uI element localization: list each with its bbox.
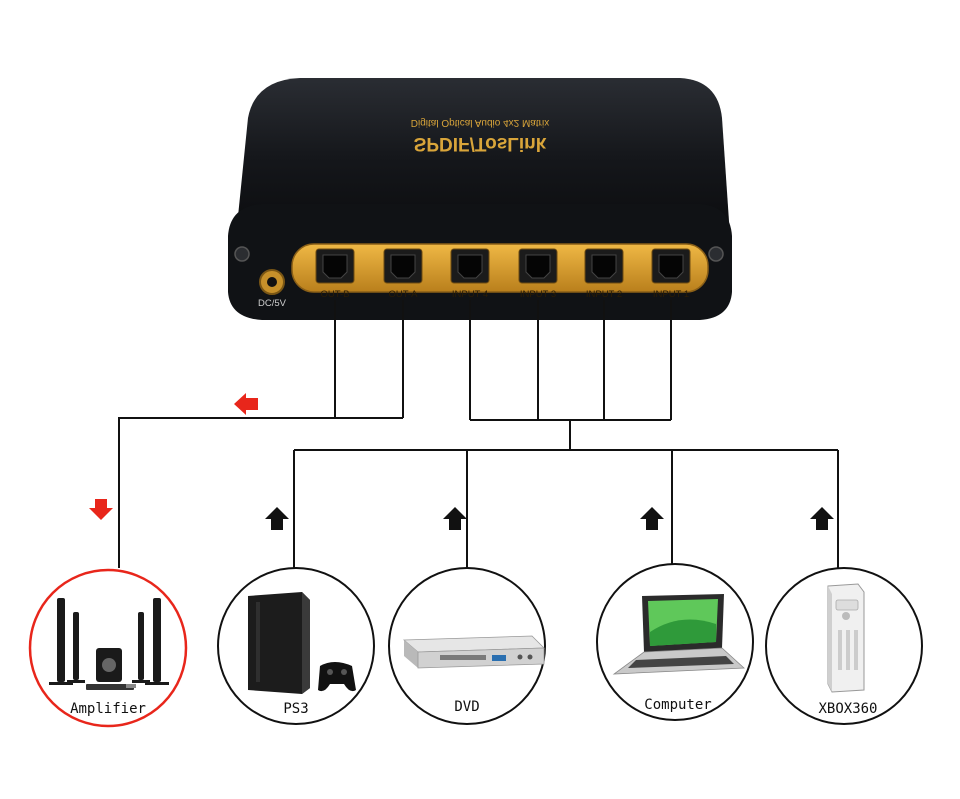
optical-port-out-b: OUT-B <box>315 248 355 300</box>
arrow-up-icon <box>640 507 664 530</box>
xbox-console-icon <box>827 583 865 693</box>
endpoint-label: XBOX360 <box>818 701 877 717</box>
optical-port-input-4: INPUT 4 <box>450 248 490 300</box>
arrow-up-icon <box>265 507 289 530</box>
optical-port-out-a: OUT-A <box>383 248 423 300</box>
endpoint-label: Computer <box>644 697 711 713</box>
arrow-down-icon <box>89 499 113 520</box>
matrix-device: SPDIF/TosLink Digital Optical Audio 4x2 … <box>228 78 732 320</box>
port-label: INPUT 3 <box>520 289 556 300</box>
arrow-up-icon <box>443 507 467 530</box>
endpoint-label: Amplifier <box>70 701 146 717</box>
wiring <box>118 300 839 568</box>
brand-subtitle: Digital Optical Audio 4x2 Matrix <box>411 117 549 128</box>
optical-port-input-1: INPUT 1 <box>651 248 691 300</box>
game-console-icon <box>248 592 356 694</box>
endpoint-label: PS3 <box>283 701 308 717</box>
laptop-icon <box>612 594 745 675</box>
arrow-left-icon <box>234 393 258 415</box>
optical-port-input-2: INPUT 2 <box>584 248 624 300</box>
port-label: INPUT 4 <box>452 289 488 300</box>
dvd-player-icon <box>402 635 545 669</box>
endpoint-ps3: PS3 <box>217 567 375 725</box>
brand-title: SPDIF/TosLink <box>414 133 547 154</box>
port-label: OUT-A <box>388 289 418 300</box>
screw-icon <box>708 246 724 262</box>
arrows <box>89 393 834 530</box>
endpoint-amplifier: Amplifier <box>28 568 188 728</box>
power-label: DC/5V <box>258 298 287 309</box>
speaker-system-icon <box>49 598 169 690</box>
endpoint-label: DVD <box>454 699 479 715</box>
arrow-up-icon <box>810 507 834 530</box>
endpoint-computer: Computer <box>596 563 754 721</box>
port-label: OUT-B <box>320 289 349 300</box>
port-group: OUT-B OUT-A INPUT 4 INPUT 3 INPUT 2 INPUT 1 <box>315 248 691 300</box>
port-label: INPUT 1 <box>653 289 689 300</box>
optical-port-input-3: INPUT 3 <box>518 248 558 300</box>
port-label: INPUT 2 <box>586 289 622 300</box>
endpoint-xbox360: XBOX360 <box>765 567 923 725</box>
endpoint-dvd: DVD <box>388 567 546 725</box>
screw-icon <box>234 246 250 262</box>
wire-output-bus <box>118 417 403 568</box>
power-jack-hole <box>267 277 277 287</box>
